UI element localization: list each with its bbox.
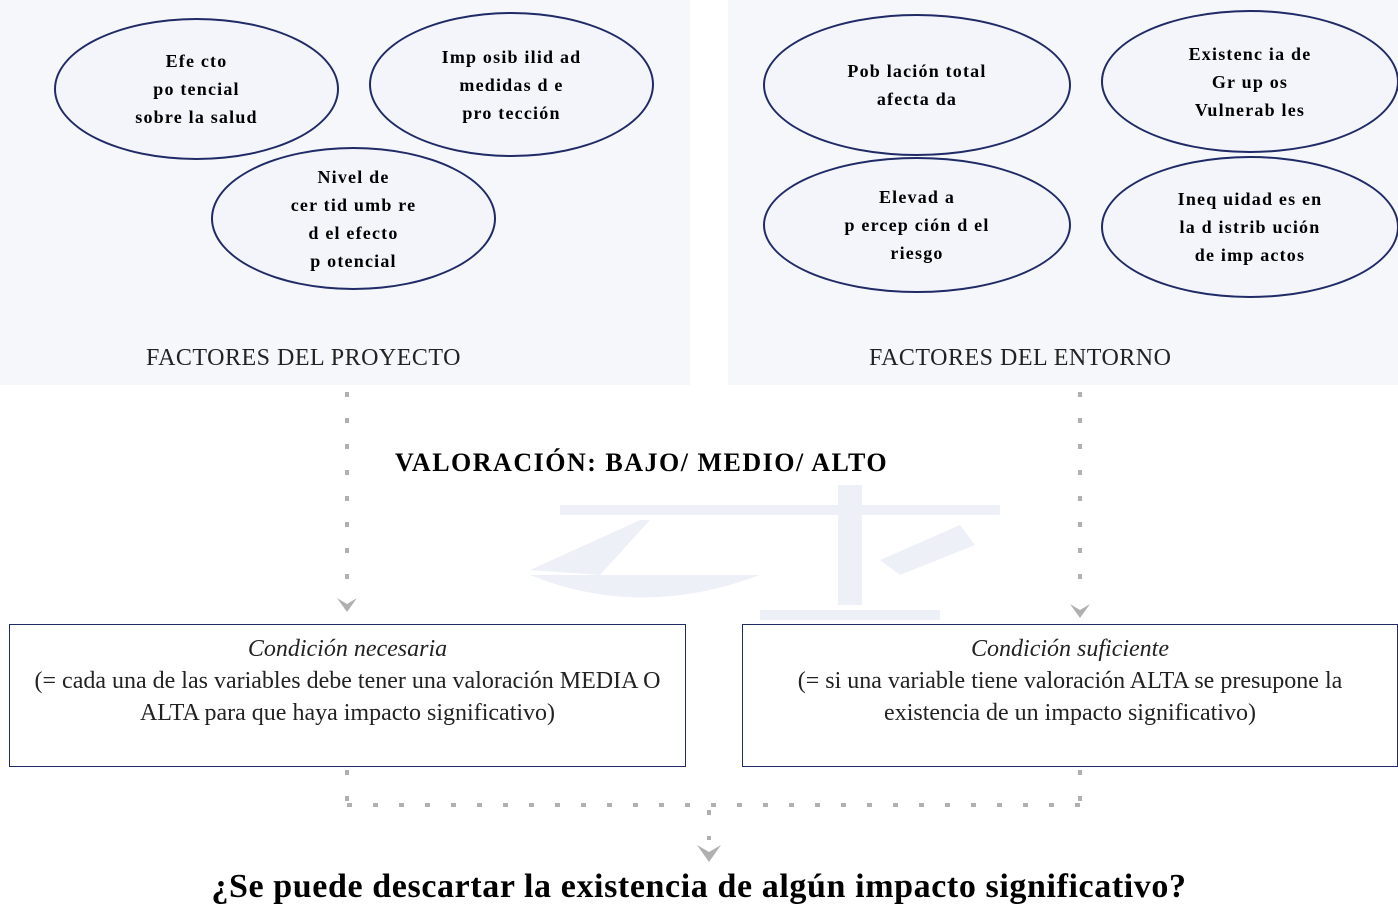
ellipse-nivel-certidumbre: Nivel de cer tid umb re d el efecto p ot… bbox=[211, 147, 496, 290]
dotted-connectors bbox=[345, 392, 1082, 840]
ellipse-inequidades: Ineq uidad es en la d istrib ución de im… bbox=[1101, 156, 1398, 298]
condition-sufficient-box: Condición suficiente (= si una variable … bbox=[742, 624, 1398, 767]
condition-necessary-box: Condición necesaria (= cada una de las v… bbox=[9, 624, 686, 767]
condition-necessary-title: Condición necesaria bbox=[247, 636, 448, 662]
condition-necessary-body: (= cada una de las variables debe tener … bbox=[34, 668, 661, 726]
arrowheads bbox=[337, 598, 1090, 862]
right-arrowhead bbox=[1070, 604, 1090, 618]
environment-factors-label: FACTORES DEL ENTORNO bbox=[869, 345, 1172, 371]
ellipse-imposibilidad-medidas: Imp osib ilid ad medidas d e pro tección bbox=[369, 12, 654, 157]
project-factors-label: FACTORES DEL PROYECTO bbox=[146, 345, 461, 371]
condition-sufficient-title: Condición suficiente bbox=[971, 636, 1169, 662]
left-arrowhead bbox=[337, 598, 357, 612]
condition-sufficient-body: (= si una variable tiene valoración ALTA… bbox=[797, 668, 1343, 726]
valoracion-scale: VALORACIÓN: BAJO/ MEDIO/ ALTO bbox=[395, 448, 889, 477]
ellipse-efecto-potencial: Efe cto po tencial sobre la salud bbox=[54, 18, 339, 160]
ellipse-grupos-vulnerables: Existenc ia de Gr up os Vulnerab les bbox=[1101, 10, 1398, 153]
final-question: ¿Se puede descartar la existencia de alg… bbox=[211, 868, 1187, 905]
ellipse-poblacion-afectada: Pob lación total afecta da bbox=[763, 14, 1071, 156]
ellipse-percepcion-riesgo: Elevad a p ercep ción d el riesgo bbox=[763, 157, 1071, 293]
balance-scale-watermark bbox=[530, 485, 1000, 620]
bottom-arrowhead bbox=[697, 845, 721, 862]
